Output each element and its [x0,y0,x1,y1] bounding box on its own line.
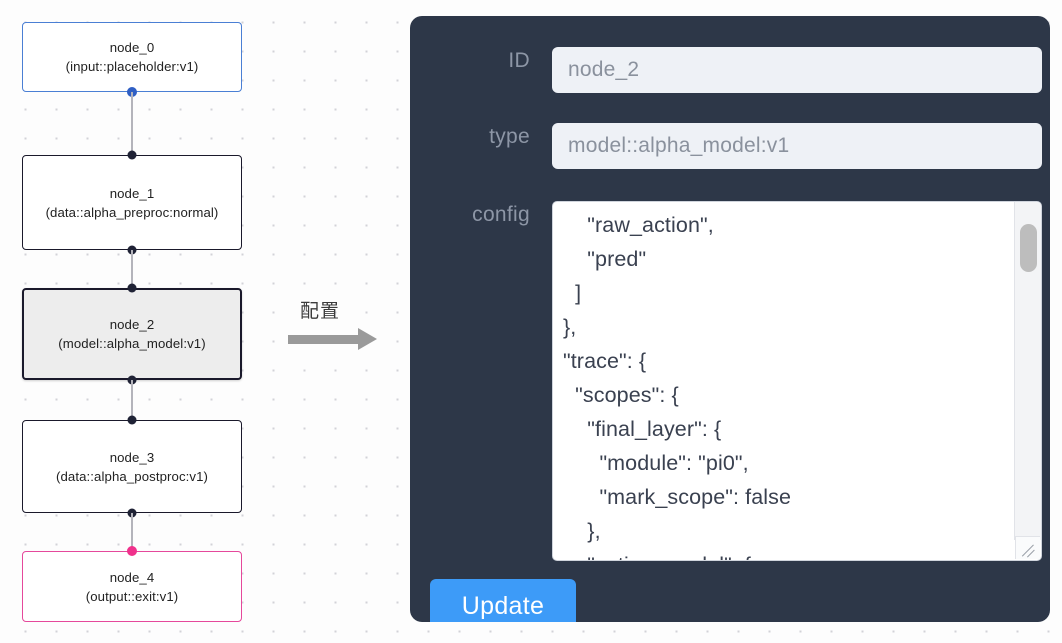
config-scrollbar-thumb[interactable] [1020,224,1037,272]
resize-handle-icon[interactable] [1015,536,1040,559]
id-field-label: ID [508,49,530,72]
node-handle-target-node_3[interactable] [127,415,137,425]
node-handle-target-node_2[interactable] [127,283,137,293]
field-row-config: config "raw_action", "pred" ] }, "trace"… [410,201,1050,561]
node-handle-target-node_4[interactable] [127,546,137,556]
graph-node-label: node_2 (model::alpha_model:v1) [58,317,206,351]
field-row-type: type [410,123,1050,169]
graph-node-label: node_4 (output::exit:v1) [85,569,179,604]
graph-node-node_4[interactable]: node_4 (output::exit:v1) [22,551,242,622]
graph-node-label: node_1 (data::alpha_preproc:normal) [45,185,219,220]
graph-node-node_3[interactable]: node_3 (data::alpha_postproc:v1) [22,420,242,513]
flow-arrow: 配置 [288,296,392,358]
graph-node-node_1[interactable]: node_1 (data::alpha_preproc:normal) [22,155,242,250]
flow-arrow-caption: 配置 [300,300,341,322]
update-button[interactable]: Update [430,579,576,622]
graph-node-node_0[interactable]: node_0 (input::placeholder:v1) [22,22,242,92]
node-handle-target-node_1[interactable] [127,150,137,160]
node-config-panel: ID type config "raw_action", "pred" ] },… [410,16,1050,622]
graph-edge-2-3 [131,380,133,420]
type-input[interactable] [552,123,1042,169]
arrow-shaft [288,335,360,344]
graph-node-label: node_0 (input::placeholder:v1) [65,40,199,74]
graph-node-label: node_3 (data::alpha_postproc:v1) [55,449,209,484]
arrow-head-icon [358,328,377,350]
config-textarea[interactable]: "raw_action", "pred" ] }, "trace": { "sc… [563,213,792,560]
type-field-label: type [489,125,530,148]
graph-edge-1-2 [131,250,133,288]
field-row-id: ID [410,47,1050,93]
config-field-label: config [472,203,530,226]
graph-edge-0-1 [131,92,133,155]
id-input[interactable] [552,47,1042,93]
config-scrollbar[interactable] [1014,202,1041,540]
graph-edge-3-4 [131,513,133,551]
graph-node-node_2[interactable]: node_2 (model::alpha_model:v1) [22,288,242,380]
config-textarea-wrapper[interactable]: "raw_action", "pred" ] }, "trace": { "sc… [552,201,1042,561]
